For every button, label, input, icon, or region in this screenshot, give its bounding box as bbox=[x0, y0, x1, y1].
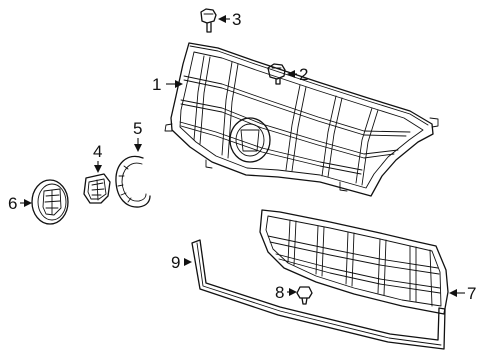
front-emblem-badge bbox=[31, 179, 69, 225]
emblem-crest bbox=[83, 173, 111, 204]
bolt-2 bbox=[267, 63, 286, 85]
molding-strip bbox=[191, 239, 446, 350]
lower-grille bbox=[259, 209, 449, 315]
callout-6: 6 bbox=[8, 194, 17, 213]
clip-8 bbox=[296, 286, 313, 305]
callout-1: 1 bbox=[152, 75, 161, 94]
callout-3: 3 bbox=[232, 10, 241, 29]
upper-grille bbox=[164, 42, 439, 197]
callout-4: 4 bbox=[93, 142, 102, 161]
callout-5: 5 bbox=[133, 119, 142, 138]
callout-9: 9 bbox=[171, 253, 180, 272]
bolt-3 bbox=[200, 8, 217, 33]
callout-8: 8 bbox=[275, 283, 284, 302]
wreath-ring bbox=[115, 155, 151, 208]
callout-leaders bbox=[20, 15, 465, 297]
callout-7: 7 bbox=[467, 284, 476, 303]
callout-2: 2 bbox=[299, 65, 308, 84]
